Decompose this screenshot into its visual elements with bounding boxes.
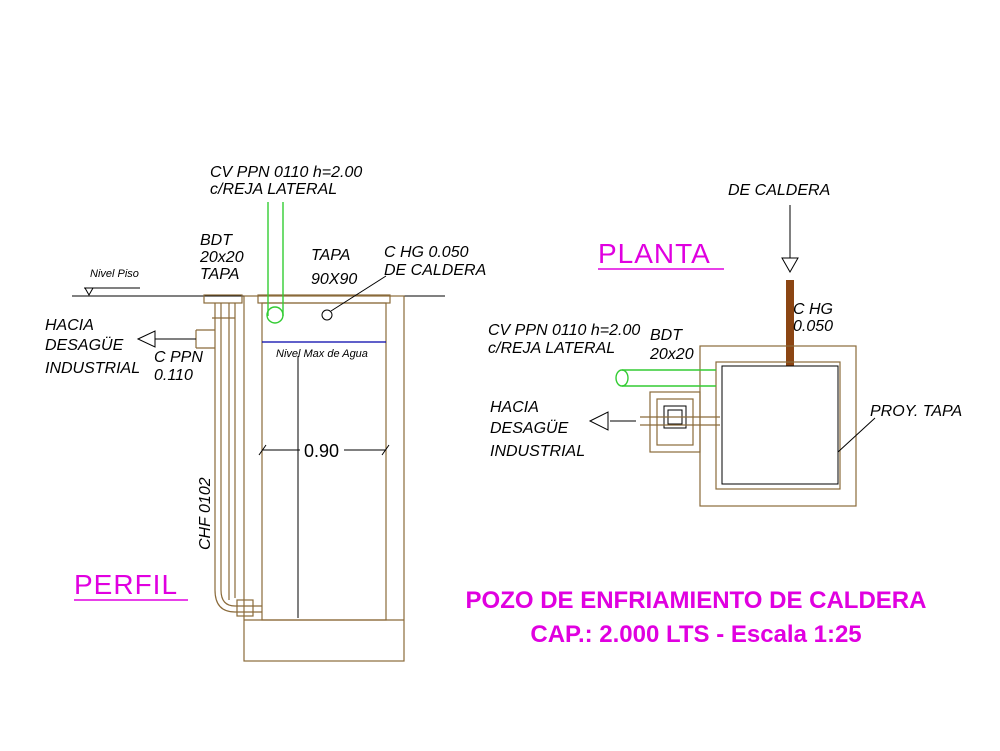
bdt-label-line3: TAPA [200,266,239,283]
main-title-line1: POZO DE ENFRIAMIENTO DE CALDERA [466,587,927,614]
dimension-label: 0.90 [304,441,339,461]
cppn-label-line2: 0.110 [154,367,193,384]
boiler-pipe-section-icon [321,309,333,321]
tank-lid [257,294,391,304]
leader-line [330,275,387,312]
tapa-label-line1: TAPA [311,247,350,264]
cv-label-line1: CV PPN 0110 h=2.00 [210,164,362,181]
tapa-label-line2: 90X90 [311,271,357,288]
planta-cv-line2: c/REJA LATERAL [488,340,615,357]
main-title-line2: CAP.: 2.000 LTS - Escala 1:25 [530,621,861,648]
planta-outlet-arrow-icon [588,411,609,431]
chg-label-line1: C HG 0.050 [384,244,469,261]
elbow-pipe [214,589,262,613]
nivel-piso-label: Nivel Piso [90,268,139,280]
floor-level-marker-icon [84,287,94,297]
vent-pipe-end-icon [266,306,284,324]
bdt-box [649,391,701,453]
planta-bdt-line2: 20x20 [649,346,694,363]
hacia-label-line1: HACIA [45,317,94,334]
planta-chg-line1: C HG [793,301,833,318]
planta-hacia-line2: DESAGÜE [490,419,569,437]
boiler-pipe [786,280,794,366]
bdt-box-lid [203,294,243,304]
planta-title: PLANTA [598,238,711,269]
bdt-label-line2: 20x20 [199,249,244,266]
hacia-label-line2: DESAGÜE [45,336,124,354]
de-caldera-label: DE CALDERA [728,182,830,199]
planta-chg-line2: 0.050 [793,318,833,335]
perfil-title: PERFIL [74,569,178,600]
cv-label-line2: c/REJA LATERAL [210,181,337,198]
planta-section: PLANTA DE CALDERA C HG 0.050 PROY. TAPA … [488,182,962,507]
planta-cv-line1: CV PPN 0110 h=2.00 [488,322,640,339]
planta-hacia-line1: HACIA [490,399,539,416]
proy-tapa-label: PROY. TAPA [870,403,962,420]
bdt-label-line1: BDT [200,232,233,249]
tapa-projection [721,365,839,485]
inlet-arrow-icon [781,257,799,274]
cppn-label-line1: C PPN [154,349,203,366]
drawing-title-block: POZO DE ENFRIAMIENTO DE CALDERA CAP.: 2.… [466,587,927,648]
tank-outline [243,295,405,662]
planta-hacia-line3: INDUSTRIAL [490,443,585,460]
outlet-arrow-icon [136,330,156,348]
well-outline [699,345,857,507]
chf-label: CHF 0102 [197,477,214,550]
hacia-label-line3: INDUSTRIAL [45,360,140,377]
perfil-section: Nivel Piso Nivel Max de Agua [45,164,486,662]
chg-label-line2: DE CALDERA [384,262,486,279]
nivel-max-label: Nivel Max de Agua [276,348,368,360]
planta-bdt-line1: BDT [650,327,683,344]
